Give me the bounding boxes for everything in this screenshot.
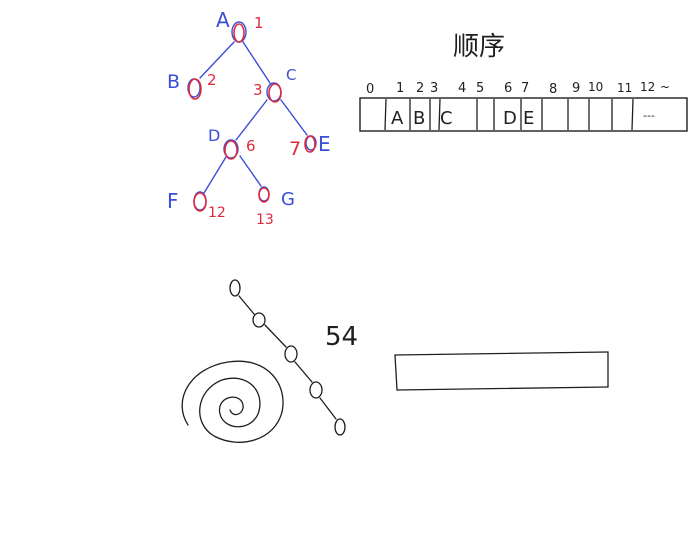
array-index-4: 4 — [458, 81, 466, 96]
array-cell-7: E — [523, 108, 534, 129]
sketch-annotation: 54 — [325, 322, 358, 352]
tree-node-f — [193, 191, 207, 212]
chain-node-2 — [252, 312, 266, 328]
node-index-d: 6 — [246, 137, 256, 155]
edge-d-f — [203, 156, 227, 194]
tree-node-e — [304, 135, 317, 153]
edge-c-e — [280, 99, 308, 136]
array-index-7: 7 — [521, 81, 529, 96]
array-index-8: 8 — [549, 82, 557, 97]
array-cell-continuation: --- — [643, 109, 655, 122]
array-index-9: 9 — [572, 81, 580, 96]
tree-node-b — [187, 78, 202, 100]
array-cell-3: C — [440, 108, 453, 129]
edge-a-c — [242, 41, 271, 84]
array-index-2: 2 — [416, 81, 424, 96]
node-index-e: 7 — [289, 138, 301, 160]
array-index-6: 6 — [504, 81, 512, 96]
node-letter-a: A — [216, 8, 230, 32]
storage-title: 顺序 — [453, 32, 505, 62]
node-letter-f: F — [167, 189, 179, 213]
node-index-c: 3 — [253, 81, 263, 99]
skewed-chain — [229, 279, 346, 436]
sequential-storage: 顺序 0 1 2 3 4 5 6 7 8 9 10 11 12 ~ — [359, 32, 688, 132]
array-outline — [359, 97, 688, 132]
node-letter-e: E — [318, 132, 331, 156]
tree-node-d — [223, 139, 239, 160]
tree-letters: A B C D E F G — [167, 8, 331, 213]
array-index-10: 10 — [588, 80, 603, 94]
node-letter-d: D — [208, 126, 220, 145]
chain-node-4 — [309, 381, 323, 399]
array-index-12: 12 — [640, 80, 655, 94]
tree-node-c — [266, 82, 282, 103]
array-cell-6: D — [503, 108, 517, 129]
array-index-1: 1 — [396, 81, 404, 96]
edge-c-d — [235, 99, 268, 141]
array-index-labels: 0 1 2 3 4 5 6 7 8 9 10 11 12 ~ — [366, 80, 670, 97]
array-cell-1: A — [391, 108, 404, 129]
node-index-b: 2 — [207, 71, 217, 89]
array-index-0: 0 — [366, 82, 374, 97]
bottom-sketch — [181, 279, 609, 443]
array-index-5: 5 — [476, 81, 484, 96]
tree-edges — [199, 41, 308, 194]
tree-node-a — [231, 21, 247, 43]
chain-node-1 — [229, 279, 241, 297]
edge-d-g — [239, 155, 262, 187]
array-cell-values: A B C D E --- — [391, 108, 655, 129]
chain-node-3 — [284, 345, 298, 363]
array-index-11: 11 — [617, 81, 632, 95]
edge-a-b — [199, 41, 235, 79]
spiral-scribble — [181, 360, 284, 443]
binary-tree — [187, 21, 317, 212]
array-cell-dividers — [384, 98, 634, 131]
node-index-a: 1 — [254, 14, 264, 32]
array-cell-2: B — [413, 108, 425, 129]
array-index-more: ~ — [660, 80, 670, 94]
node-letter-g: G — [281, 189, 295, 210]
empty-array — [394, 351, 609, 391]
tree-node-g — [258, 186, 270, 203]
node-letter-c: C — [286, 66, 296, 84]
node-index-f: 12 — [208, 205, 226, 221]
node-letter-b: B — [167, 71, 180, 93]
chain-node-5 — [334, 418, 346, 436]
node-index-g: 13 — [256, 212, 274, 228]
tree-indices: 1 2 3 6 7 12 13 — [207, 14, 301, 228]
array-index-3: 3 — [430, 81, 438, 96]
